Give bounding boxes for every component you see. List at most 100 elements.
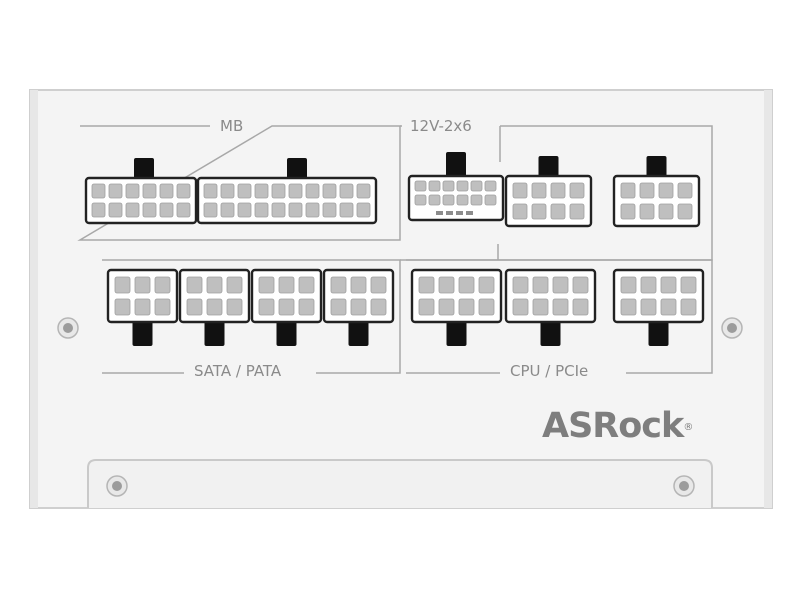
connector-latch	[646, 156, 667, 180]
connector-pin	[278, 298, 295, 316]
connector-pin	[142, 183, 157, 199]
connector-latch	[132, 318, 153, 346]
connector-pin	[339, 183, 354, 199]
brand-logo-text: ASRock	[542, 406, 684, 446]
connector-pin	[125, 183, 140, 199]
cpu-pcie-connector-3	[612, 268, 705, 346]
screw	[673, 475, 695, 497]
mb-connector-left	[84, 158, 198, 225]
sata-pata-connector-4	[322, 268, 395, 346]
connector-pin	[620, 203, 636, 220]
connector-pin	[639, 203, 655, 220]
connector-pin	[569, 203, 585, 220]
connector-pin	[470, 180, 483, 192]
connector-pin	[142, 202, 157, 218]
connector-pin	[531, 182, 547, 199]
top-right-connector-1	[504, 156, 593, 228]
connector-pin	[288, 183, 303, 199]
connector-pin	[176, 183, 191, 199]
screw-center	[63, 323, 73, 333]
connector-pin	[456, 194, 469, 206]
connector-pin	[114, 276, 131, 294]
connector-pin	[226, 298, 243, 316]
connector-pin	[288, 202, 303, 218]
connector-pin	[640, 298, 657, 316]
connector-pin	[620, 182, 636, 199]
connector-pin	[271, 202, 286, 218]
sense-pin	[436, 211, 443, 215]
brand-logo: ASRock®	[542, 406, 693, 446]
connector-pin	[658, 203, 674, 220]
connector-pin	[356, 202, 371, 218]
connector-pin	[91, 183, 106, 199]
connector-pin	[254, 202, 269, 218]
connector-pin	[620, 298, 637, 316]
connector-pin	[370, 298, 387, 316]
connector-latch	[540, 318, 561, 346]
connector-pin	[322, 183, 337, 199]
mb-connector-right	[196, 158, 378, 225]
connector-pin	[237, 183, 252, 199]
panel-lower-shelf	[87, 459, 713, 508]
sense-pin	[456, 211, 463, 215]
connector-pin	[512, 276, 529, 294]
sense-pin	[466, 211, 473, 215]
connector-latch	[648, 318, 669, 346]
connector-pin	[680, 298, 697, 316]
connector-pin	[322, 202, 337, 218]
connector-pin	[339, 202, 354, 218]
connector-pin	[660, 276, 677, 294]
connector-pin	[203, 183, 218, 199]
connector-pin	[428, 194, 441, 206]
connector-pin	[572, 298, 589, 316]
connector-pin	[512, 298, 529, 316]
cpu-section-outline	[406, 244, 713, 374]
connector-pin	[512, 182, 528, 199]
connector-pin	[226, 276, 243, 294]
connector-pin	[458, 298, 475, 316]
screw-center	[679, 481, 689, 491]
connector-pin	[470, 194, 483, 206]
connector-pin	[550, 203, 566, 220]
connector-pin	[569, 182, 585, 199]
twelve-v-label: 12V-2x6	[404, 117, 478, 135]
sata-pata-connector-3	[250, 268, 323, 346]
connector-pin	[125, 202, 140, 218]
connector-pin	[220, 183, 235, 199]
connector-pin	[350, 298, 367, 316]
connector-pin	[478, 298, 495, 316]
screw	[106, 475, 128, 497]
connector-pin	[91, 202, 106, 218]
connector-pin	[418, 298, 435, 316]
connector-pin	[531, 203, 547, 220]
connector-latch	[134, 158, 154, 182]
connector-latch	[287, 158, 307, 182]
connector-pin	[414, 194, 427, 206]
connector-pin	[305, 202, 320, 218]
connector-latch	[348, 318, 369, 346]
connector-pin	[134, 298, 151, 316]
connector-pin	[108, 183, 123, 199]
connector-pin	[512, 203, 528, 220]
connector-pin	[552, 276, 569, 294]
connector-pin	[114, 298, 131, 316]
sata-section-outline	[102, 259, 401, 374]
connector-pin	[254, 183, 269, 199]
connector-pin	[660, 298, 677, 316]
connector-pin	[108, 202, 123, 218]
connector-pin	[442, 180, 455, 192]
connector-pin	[370, 276, 387, 294]
sense-pin	[446, 211, 453, 215]
connector-pin	[330, 298, 347, 316]
mb-label: MB	[214, 117, 250, 135]
connector-pin	[484, 194, 497, 206]
connector-pin	[639, 182, 655, 199]
connector-pin	[237, 202, 252, 218]
registered-mark: ®	[683, 422, 693, 433]
twelve-v-connector	[407, 152, 505, 222]
connector-pin	[414, 180, 427, 192]
connector-latch	[276, 318, 297, 346]
cpu-pcie-connector-1	[410, 268, 503, 346]
cpu-pcie-connector-2	[504, 268, 597, 346]
